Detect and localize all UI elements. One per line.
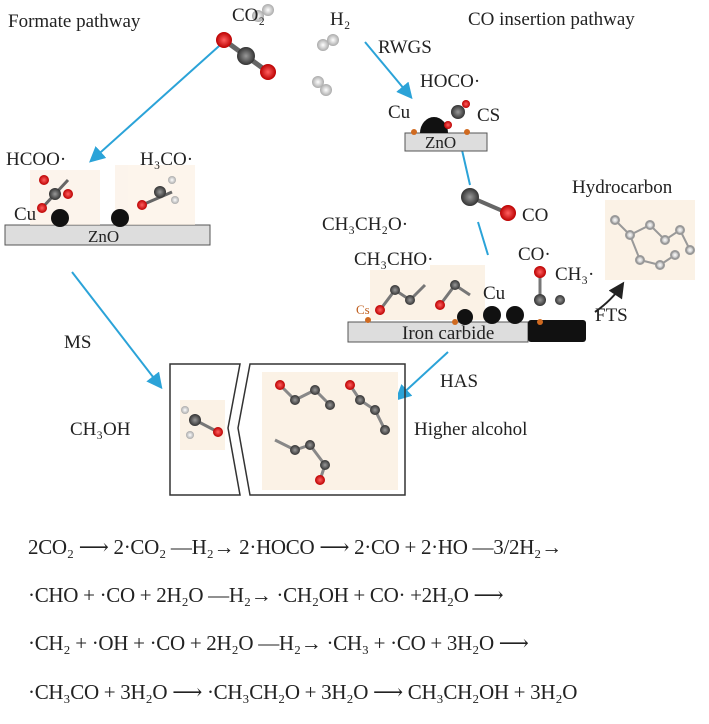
iron-carbide-label: Iron carbide [402,323,495,344]
ch3-label: CH₃· [555,264,595,285]
cu-label-top: Cu [388,102,411,123]
zno-surface-left [4,224,211,246]
arrow-ms [71,271,163,390]
h2-molecules [252,4,339,96]
arrow-fts [594,281,625,313]
zno-label-left: ZnO [88,227,120,246]
cs-label-right: Cs [356,302,370,317]
formate-pathway-label: Formate pathway [8,11,141,32]
zno-label-top: ZnO [425,133,457,152]
cs-label-top: CS [477,105,501,126]
ch3cho-label: CH₃CHO· [354,249,434,270]
product-box [169,363,406,496]
ch3oh-label: CH₃OH [70,419,131,440]
higher-alcohol-label: Higher alcohol [414,419,528,440]
arrow-to-formate [89,37,229,163]
co-label: CO [522,205,549,226]
blue-arrows [71,37,489,401]
equation-4: ·CH₃CO + 3H₂O ⟶ ·CH₃CH₂O + 3H₂O ⟶ CH₃CH₂… [28,680,578,704]
co-insertion-pathway-label: CO insertion pathway [468,9,635,30]
hoco-label: HOCO· [420,71,481,92]
rwgs-label: RWGS [378,37,432,58]
cu-label-right: Cu [483,283,506,304]
ch3ch2o-label: CH₃CH₂O· [322,214,409,235]
hydrocarbon-cluster [605,200,695,280]
arrow-rwgs [364,41,413,100]
hydrocarbon-label: Hydrocarbon [572,177,673,198]
equation-3: ·CH₂ + ·OH + ·CO + 2H₂O —H₂→ ·CH₃ + ·CO … [28,631,529,655]
cu-label-left: Cu [14,204,37,225]
co2-label: CO₂ [232,5,266,26]
arrow-has [395,351,449,401]
fts-label: FTS [595,305,628,326]
line-co [461,149,489,256]
has-label: HAS [440,371,479,392]
h3co-label: H₃CO· [140,149,194,170]
equation-1: 2CO₂ ⟶ 2·CO₂ —H₂→ 2·HOCO ⟶ 2·CO + 2·HO —… [28,535,562,559]
hcoo-label: HCOO· [6,149,67,170]
co-radical-label: CO· [518,244,551,265]
co2-molecule [216,32,276,80]
equation-2: ·CHO + ·CO + 2H₂O —H₂→ ·CH₂OH + CO· +2H₂… [28,583,504,607]
ms-label: MS [64,332,92,353]
h2-label: H₂ [330,9,351,30]
